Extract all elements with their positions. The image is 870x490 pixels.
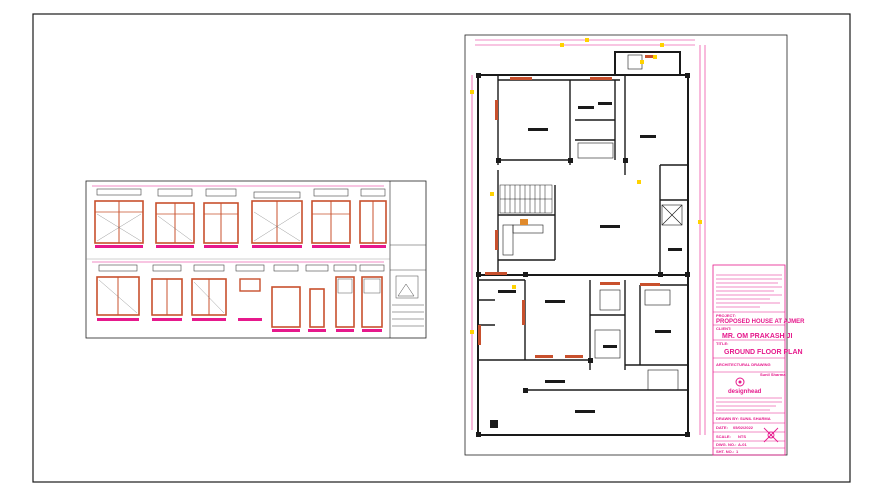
level-marks — [490, 55, 657, 289]
ground-floor-plan-sheet: PROJECT: PROPOSED HOUSE AT AJMER CLIENT:… — [464, 34, 805, 456]
door-window-details-sheet — [85, 180, 427, 339]
drawn-by-label: DRAWN BY: — [716, 416, 739, 421]
drawing-title: GROUND FLOOR PLAN — [724, 349, 803, 356]
ventilator-elevation — [239, 278, 261, 292]
door-frame-elevation — [335, 276, 355, 328]
dimension-lines — [92, 185, 384, 263]
bath-fixtures — [577, 54, 683, 391]
plan-title-block: PROJECT: PROPOSED HOUSE AT AJMER CLIENT:… — [712, 264, 805, 456]
plan-openings — [478, 55, 660, 358]
scale-value: NTS — [738, 434, 746, 439]
kitchen-counter — [502, 219, 544, 256]
company-name: designhead — [728, 389, 762, 395]
drawn-by-value: SUNIL SHARMA — [740, 416, 771, 421]
top-row-elevations — [94, 188, 387, 248]
company-address-lines — [716, 397, 782, 411]
interior-walls — [478, 75, 688, 391]
company-logo: designhead — [728, 377, 762, 395]
compass-icon — [763, 427, 779, 443]
plan-walls — [477, 51, 689, 436]
date-value: 05/02/2022 — [733, 425, 754, 430]
plan-dimensions — [471, 39, 706, 435]
drawing-number-label: DWG. NO.: — [716, 442, 736, 447]
project-label: PROJECT: — [716, 313, 736, 318]
sheet-border — [32, 13, 851, 483]
client-label: CLIENT: — [716, 326, 731, 331]
dimension-markers — [470, 38, 702, 334]
sheet-number-label: SHT. NO.: — [716, 449, 734, 454]
drawing-number-value: A-01 — [738, 442, 747, 447]
designer-name: Sunil Sharma — [760, 372, 786, 377]
bottom-row-elevations — [96, 264, 385, 332]
date-label: DATE: — [716, 425, 728, 430]
scale-label: SCALE: — [716, 434, 731, 439]
details-title-block — [390, 244, 426, 327]
sheet-number-value: 1 — [736, 449, 739, 454]
client-name: MR. OM PRAKASH JI — [722, 333, 792, 340]
door-frame-elevation — [361, 276, 383, 328]
notes-text-lines — [716, 274, 782, 308]
door-frame-elevation — [271, 286, 301, 328]
staircase — [499, 184, 553, 214]
room-label-marks — [490, 102, 682, 428]
project-name: PROPOSED HOUSE AT AJMER — [716, 319, 805, 325]
plan-columns — [476, 73, 690, 437]
drawing-label: TITLE: — [716, 341, 728, 346]
drawing-subtitle: ARCHITECTURAL DRAWING — [716, 362, 771, 367]
door-frame-elevation — [309, 288, 325, 328]
